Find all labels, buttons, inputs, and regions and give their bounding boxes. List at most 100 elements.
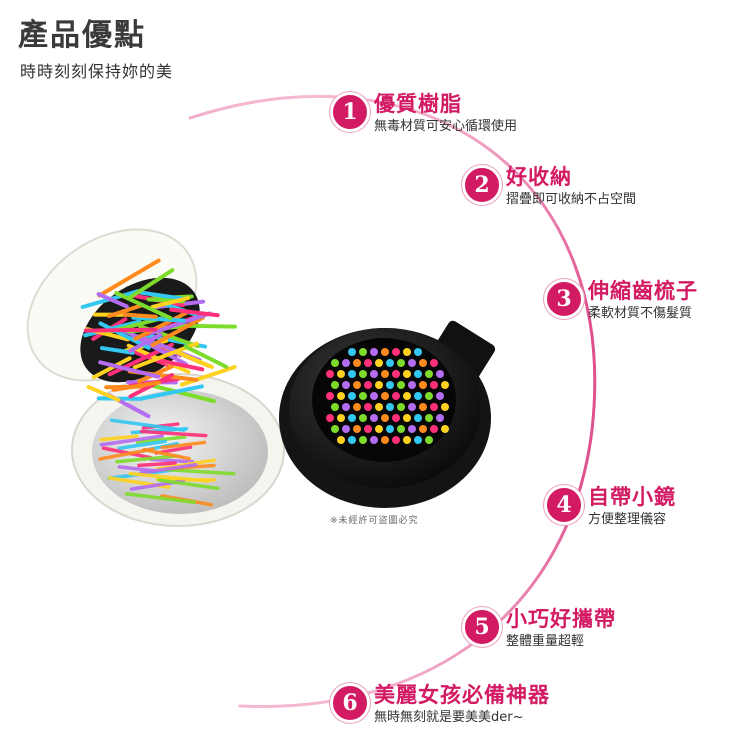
bristle-dot [337,370,345,378]
bristle-dot [375,425,383,433]
feature-desc: 摺疊即可收納不占空間 [506,192,637,207]
bristle-dot [348,370,356,378]
bristle-dot [375,403,383,411]
bristle-dot [408,381,416,389]
bristle-dot [430,359,438,367]
bristle [98,360,161,379]
bristle-dot [403,414,411,422]
bristle-dot [403,392,411,400]
bristle-reflection [137,461,177,468]
bristle-reflection [115,454,178,464]
bristle-dot [403,348,411,356]
bristle-dot [364,381,372,389]
bristle-dot [370,436,378,444]
bristle [137,384,204,401]
feature-number-badge: 1 [330,92,370,132]
bristle [126,268,175,301]
bristle [91,356,132,380]
bristle-dot [370,414,378,422]
bristle-dot [326,392,334,400]
bristle-dot [359,392,367,400]
bristle-dot [370,370,378,378]
feature-number-badge: 2 [462,165,502,205]
bristle-reflection [99,434,164,447]
bristle-reflection [117,439,168,450]
bristle-dot [337,436,345,444]
feature-title: 自帶小鏡 [588,485,676,509]
bristle-dot [342,359,350,367]
bristle-dot [359,436,367,444]
bristle [183,344,229,369]
bristle-dot [408,403,416,411]
feature-desc: 柔軟材質不傷髮質 [588,306,693,321]
bristle [111,380,161,392]
feature-number-badge: 5 [462,607,502,647]
bristle-dot [342,425,350,433]
bristle-dot [436,370,444,378]
bristle-dot [331,403,339,411]
bristle [107,303,145,319]
bristle-reflection [162,467,236,476]
bristle-dot [414,370,422,378]
bristle-dot [397,425,405,433]
bristle [114,291,173,321]
bristle-dot [370,392,378,400]
bristle-dot [386,381,394,389]
bristle-dot [359,414,367,422]
bristle-dot [441,381,449,389]
bristle [100,346,135,355]
bristle-dot [381,392,389,400]
bristle-dot [353,381,361,389]
bristle-dot [381,370,389,378]
bristle-reflection [160,440,207,450]
bristle-dot [425,392,433,400]
bristle-dot [392,414,400,422]
bristle-dot [408,359,416,367]
bristle-dot [342,381,350,389]
bristle-dot [397,359,405,367]
feature-desc: 無毒材質可安心循環使用 [374,119,518,134]
bristle-reflection [142,447,191,461]
bristle-dot [425,414,433,422]
bristle-dot [436,414,444,422]
bristle-dot [331,381,339,389]
bristle-reflection [149,457,195,464]
bristle [156,358,205,372]
bristle [150,296,191,309]
feature-title: 優質樹脂 [374,92,462,116]
bristle-dot [337,414,345,422]
bristle-dot [397,403,405,411]
bristle-dot [359,348,367,356]
bristle-dot [419,425,427,433]
bristle-dot [331,425,339,433]
bristle-dot [353,403,361,411]
bristles [80,258,237,507]
bristle-dot [326,414,334,422]
bristle [128,332,163,353]
bristle [138,290,187,302]
bristle-dot [348,348,356,356]
page-subtitle: 時時刻刻保持妳的美 [20,62,174,81]
bristle-dot [408,425,416,433]
bristle-dot [419,403,427,411]
bristle-reflection [109,418,186,432]
bristle [133,310,190,341]
bristle-dot [403,436,411,444]
bristle-reflection [157,478,220,491]
bristle-dot [370,348,378,356]
bristle-dot [353,425,361,433]
bristle-dot [337,392,345,400]
bristle-dot [386,403,394,411]
bristle-dot [386,425,394,433]
bristle-dot [430,381,438,389]
bristle-dot [425,436,433,444]
bristle [176,350,214,369]
bristle [86,384,121,402]
bristle-reflection [139,462,198,475]
bristle [122,312,158,319]
feature-title: 好收納 [506,165,572,189]
bristle-dot [364,403,372,411]
bristle [150,383,216,404]
bristle-reflection [124,492,196,505]
